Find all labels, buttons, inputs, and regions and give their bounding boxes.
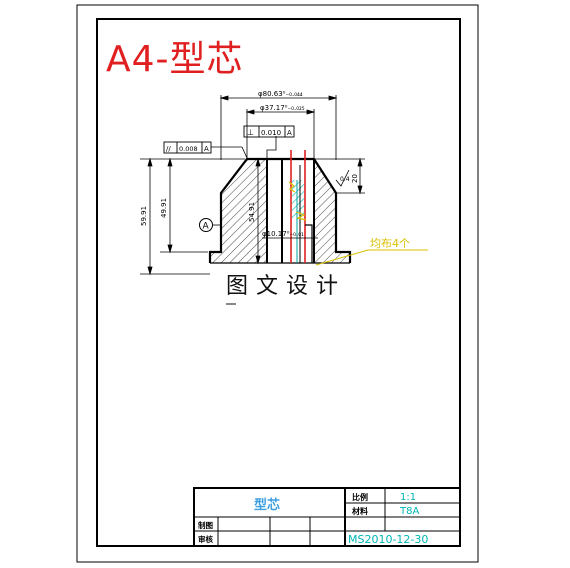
part-section (208, 150, 352, 264)
watermark-underline (226, 303, 236, 305)
dimensions (140, 95, 365, 276)
svg-text:⊥: ⊥ (247, 128, 254, 137)
dim-height-total: 59.91 (140, 206, 148, 226)
svg-text:A: A (204, 145, 209, 153)
page-title: A4-型芯 (106, 39, 244, 80)
title-block-text: 型芯 比例 1:1 材料 T8A 制图 审核 MS2010-12-30 (198, 492, 428, 546)
dim-height-inner: 54.91 (248, 202, 256, 222)
svg-text:0.010: 0.010 (261, 129, 281, 137)
svg-text:均布4个: 均布4个 (370, 237, 410, 250)
material-label: 材料 (352, 506, 368, 516)
scale-value: 1:1 (400, 492, 416, 503)
svg-text:A: A (287, 129, 292, 137)
drawn-label: 制图 (198, 520, 213, 530)
roughness-value: 0.4 (340, 176, 350, 183)
dim-top-inner: φ37.17⁰₋₀.₀₂₅ (260, 104, 305, 112)
dim-height-mid: 49.91 (160, 198, 168, 218)
dim-bore: φ10.17⁰₋₀.₀₁ (262, 230, 304, 238)
svg-text:A: A (203, 222, 210, 232)
datum-marker: A (199, 218, 213, 232)
watermark: 图文设计 (222, 268, 351, 300)
svg-text:0.008: 0.008 (179, 145, 198, 153)
title-block (193, 487, 461, 547)
dimension-texts: φ80.63⁰₋₀.₀₄₄ φ37.17⁰₋₀.₀₂₅ φ10.17⁰₋₀.₀₁… (140, 90, 359, 238)
part-name: 型芯 (254, 497, 280, 513)
scale-label: 比例 (352, 492, 368, 502)
gdt-perpendicularity: ⊥ 0.010 A (243, 125, 295, 138)
dim-right: 20 (351, 174, 359, 183)
svg-text://: // (166, 145, 171, 153)
dim-top-outer: φ80.63⁰₋₀.₀₄₄ (258, 90, 303, 98)
drawing-number: MS2010-12-30 (348, 533, 428, 546)
callout-note: 均布4个 (315, 237, 428, 266)
gdt-parallelism: // 0.008 A (163, 141, 212, 154)
outer-border (76, 4, 479, 563)
material-value: T8A (399, 506, 419, 517)
check-label: 审核 (198, 534, 213, 544)
